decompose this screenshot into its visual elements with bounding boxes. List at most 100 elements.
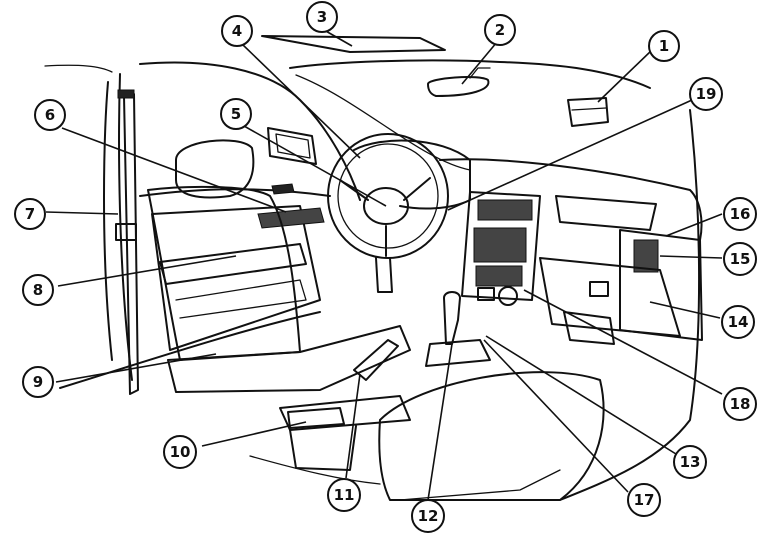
mirror-stem — [469, 67, 491, 79]
parking-brake — [353, 339, 399, 381]
overhead-module — [567, 97, 609, 127]
callout-label-13: 13 — [680, 453, 701, 471]
callout-16: 16 — [723, 197, 757, 231]
overhead-module-lens — [571, 107, 607, 111]
seatbelt-anchor — [115, 223, 137, 241]
callout-17: 17 — [627, 483, 661, 517]
side-air-vent — [633, 239, 659, 273]
outside-mirror-glass — [275, 133, 311, 159]
callout-2: 2 — [484, 14, 516, 46]
leader-lines — [45, 29, 723, 501]
callout-8: 8 — [22, 274, 54, 306]
leader-11 — [345, 373, 361, 479]
callout-4: 4 — [221, 15, 253, 47]
callout-label-6: 6 — [45, 106, 55, 124]
door-frame-lower — [59, 311, 321, 389]
dashboard-top — [439, 158, 703, 241]
power-window-switch — [257, 207, 325, 229]
leader-1 — [597, 49, 653, 103]
console-box-front — [289, 425, 357, 471]
callout-label-11: 11 — [334, 486, 355, 504]
callout-11: 11 — [327, 478, 361, 512]
leader-16 — [665, 213, 723, 237]
b-pillar-inner — [118, 73, 133, 381]
callout-1: 1 — [648, 30, 680, 62]
roof-line — [44, 64, 113, 73]
leader-2 — [461, 41, 498, 85]
callout-6: 6 — [34, 99, 66, 131]
callout-label-8: 8 — [33, 281, 43, 299]
upper-glovebox — [555, 195, 657, 231]
door-window-sill — [139, 188, 331, 197]
callout-label-16: 16 — [730, 205, 751, 223]
callout-label-19: 19 — [696, 85, 717, 103]
leader-14 — [649, 301, 721, 319]
steering-spokes — [339, 177, 431, 257]
leader-4 — [241, 43, 361, 159]
headrest — [175, 139, 255, 199]
climate-control — [475, 265, 523, 287]
callouts: 1 2 3 4 5 6 7 8 — [14, 1, 757, 533]
sun-visor — [261, 35, 446, 53]
callout-label-4: 4 — [232, 22, 242, 40]
callout-label-7: 7 — [25, 205, 35, 223]
b-pillar — [103, 81, 113, 361]
door-trim-panel — [151, 205, 321, 351]
callout-9: 9 — [22, 366, 54, 398]
leader-3 — [323, 29, 353, 47]
console-knob — [498, 286, 518, 306]
callout-15: 15 — [723, 242, 757, 276]
callout-13: 13 — [673, 445, 707, 479]
callout-label-1: 1 — [659, 37, 669, 55]
leader-8 — [57, 255, 237, 287]
interior-drawing — [44, 35, 703, 501]
outside-mirror — [267, 127, 317, 165]
leader-18 — [523, 289, 723, 395]
callout-label-2: 2 — [495, 21, 505, 39]
console-button — [477, 287, 495, 301]
center-vents — [477, 199, 533, 221]
gear-shift-boot — [425, 339, 491, 367]
steering-hub — [363, 187, 409, 225]
passenger-seat-front — [399, 469, 561, 501]
seatbelt — [121, 91, 139, 395]
cup-holder — [287, 407, 345, 429]
leader-10 — [201, 421, 307, 447]
callout-label-14: 14 — [728, 313, 749, 331]
windshield-inner — [295, 74, 471, 171]
seat-adjust — [563, 311, 615, 345]
callout-7: 7 — [14, 198, 46, 230]
driver-seat-cushion — [167, 325, 411, 393]
callout-5: 5 — [220, 98, 252, 130]
leader-13 — [485, 335, 677, 455]
callout-label-17: 17 — [634, 491, 655, 509]
leader-6 — [61, 127, 287, 213]
leader-19 — [447, 99, 693, 211]
gear-shift-lever — [443, 291, 461, 345]
callout-label-5: 5 — [231, 105, 241, 123]
callout-14: 14 — [721, 305, 755, 339]
steering-wheel-inner — [337, 143, 439, 249]
leader-7 — [45, 211, 119, 215]
callout-10: 10 — [163, 435, 197, 469]
door-pocket — [175, 279, 307, 319]
passenger-door-edge — [559, 109, 701, 501]
leader-12 — [427, 343, 453, 501]
door-armrest — [159, 243, 307, 285]
floor-console — [279, 395, 411, 431]
callout-label-18: 18 — [730, 395, 751, 413]
steering-column — [375, 257, 393, 293]
seatbelt-buckle-top — [117, 89, 135, 99]
leader-5 — [243, 125, 387, 207]
leader-15 — [659, 255, 723, 259]
rearview-mirror — [427, 76, 490, 97]
audio-unit — [473, 227, 527, 263]
glovebox-latch — [589, 281, 609, 297]
callout-label-3: 3 — [317, 8, 327, 26]
callout-label-9: 9 — [33, 373, 43, 391]
door-handle — [271, 183, 295, 195]
callout-18: 18 — [723, 387, 757, 421]
callout-label-12: 12 — [418, 507, 439, 525]
